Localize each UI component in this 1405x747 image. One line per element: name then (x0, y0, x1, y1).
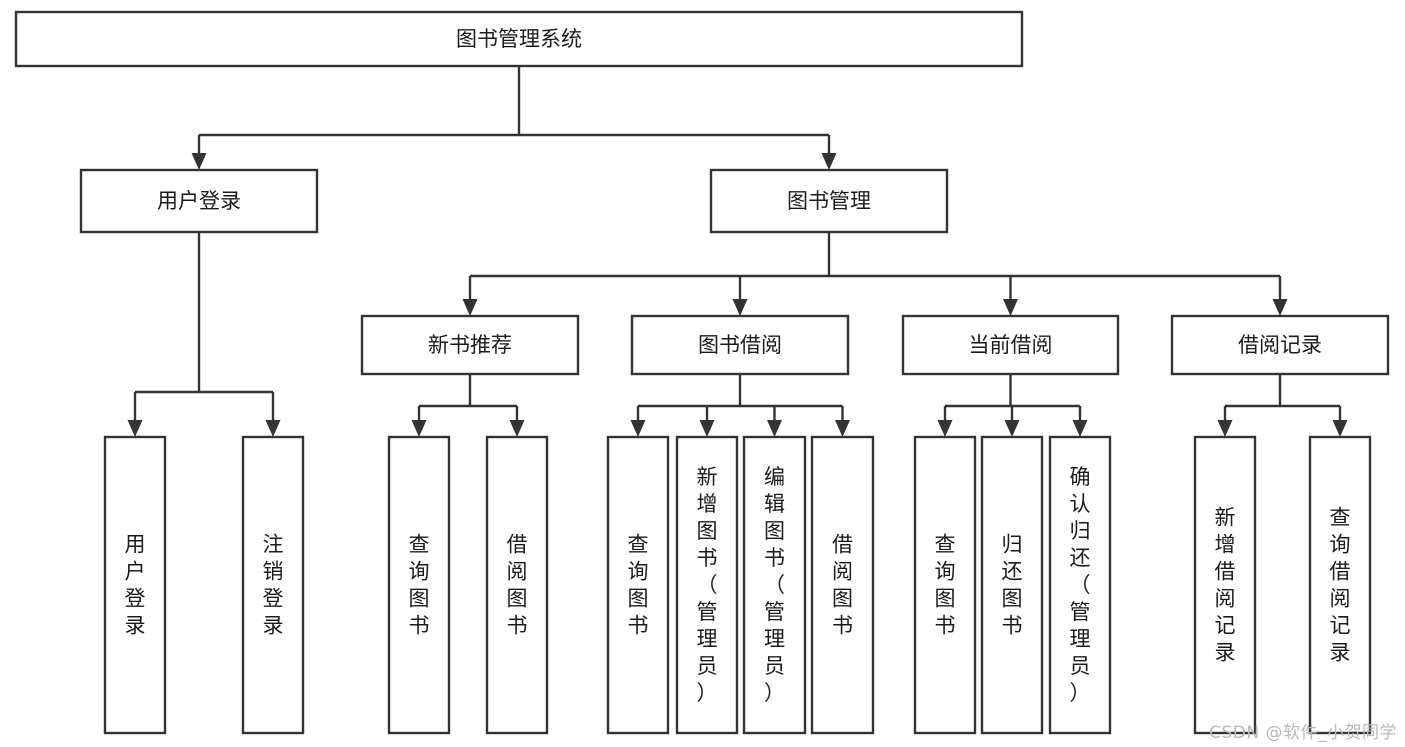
connector-c-new-book-rec (411, 374, 525, 437)
node-box (810, 435, 875, 735)
node-label: 图书管理系统 (456, 27, 582, 51)
node-label: 当前借阅 (969, 333, 1053, 357)
node-label: 借阅图书 (507, 533, 528, 638)
node-label: 借阅记录 (1238, 333, 1322, 357)
node-leaf-logout[interactable]: 注销登录 (241, 435, 305, 735)
connector-c-borrow-record (1217, 374, 1348, 437)
watermark-text: CSDN @软件_小贺同学 (1209, 723, 1397, 743)
connector-c-book-manage (462, 232, 1288, 316)
node-leaf-confirm-return[interactable]: 确认归还（管理员） (1048, 435, 1112, 735)
node-label: 查询图书 (935, 533, 956, 638)
node-label: 用户登录 (125, 533, 146, 638)
node-box (980, 435, 1044, 735)
connector-layer (127, 66, 1348, 437)
node-leaf-borrow-book-2[interactable]: 借阅图书 (810, 435, 875, 735)
node-box (630, 314, 850, 376)
node-current-borrow[interactable]: 当前借阅 (901, 314, 1120, 376)
node-box (606, 435, 670, 735)
node-label: 新增借阅记录 (1215, 506, 1236, 665)
node-box (1170, 314, 1390, 376)
connector-c-root (191, 66, 837, 170)
connector-c-book-borrow (630, 374, 850, 437)
node-label: 查询借阅记录 (1330, 506, 1351, 665)
node-label: 新增图书（管理员） (697, 465, 718, 705)
node-box (14, 10, 1024, 68)
node-label: 注销登录 (263, 533, 284, 638)
connector-c-current-borrow (937, 374, 1088, 437)
node-label: 归还图书 (1002, 533, 1023, 638)
node-label: 图书借阅 (698, 333, 782, 357)
node-layer: 图书管理系统用户登录图书管理新书推荐图书借阅当前借阅借阅记录用户登录注销登录查询… (14, 10, 1390, 735)
node-leaf-query-book-3[interactable]: 查询图书 (913, 435, 977, 735)
node-leaf-query-book-2[interactable]: 查询图书 (606, 435, 670, 735)
connector-c-user-login (127, 232, 281, 437)
node-label: 查询图书 (628, 533, 649, 638)
node-box (1193, 435, 1257, 735)
node-box (901, 314, 1120, 376)
node-box (103, 435, 167, 735)
node-label: 图书管理 (787, 189, 871, 213)
node-leaf-user-login[interactable]: 用户登录 (103, 435, 167, 735)
node-box (709, 168, 949, 234)
node-label: 借阅图书 (832, 533, 853, 638)
node-leaf-borrow-book-1[interactable]: 借阅图书 (485, 435, 549, 735)
node-leaf-return-book[interactable]: 归还图书 (980, 435, 1044, 735)
node-label: 用户登录 (157, 189, 241, 213)
node-box (360, 314, 580, 376)
node-box (79, 168, 319, 234)
node-book-borrow[interactable]: 图书借阅 (630, 314, 850, 376)
node-box (387, 435, 451, 735)
node-leaf-add-book[interactable]: 新增图书（管理员） (675, 435, 739, 735)
node-box (913, 435, 977, 735)
node-label: 查询图书 (409, 533, 430, 638)
node-box (742, 435, 807, 735)
node-book-manage[interactable]: 图书管理 (709, 168, 949, 234)
node-user-login[interactable]: 用户登录 (79, 168, 319, 234)
node-label: 确认归还（管理员） (1070, 465, 1091, 705)
node-box (1048, 435, 1112, 735)
node-leaf-add-record[interactable]: 新增借阅记录 (1193, 435, 1257, 735)
node-root[interactable]: 图书管理系统 (14, 10, 1024, 68)
node-borrow-record[interactable]: 借阅记录 (1170, 314, 1390, 376)
node-leaf-query-book-1[interactable]: 查询图书 (387, 435, 451, 735)
node-label: 编辑图书（管理员） (764, 465, 785, 705)
node-new-book-rec[interactable]: 新书推荐 (360, 314, 580, 376)
node-box (241, 435, 305, 735)
node-box (485, 435, 549, 735)
node-box (675, 435, 739, 735)
node-leaf-edit-book[interactable]: 编辑图书（管理员） (742, 435, 807, 735)
node-box (1308, 435, 1372, 735)
node-label: 新书推荐 (428, 333, 512, 357)
node-leaf-query-record[interactable]: 查询借阅记录 (1308, 435, 1372, 735)
